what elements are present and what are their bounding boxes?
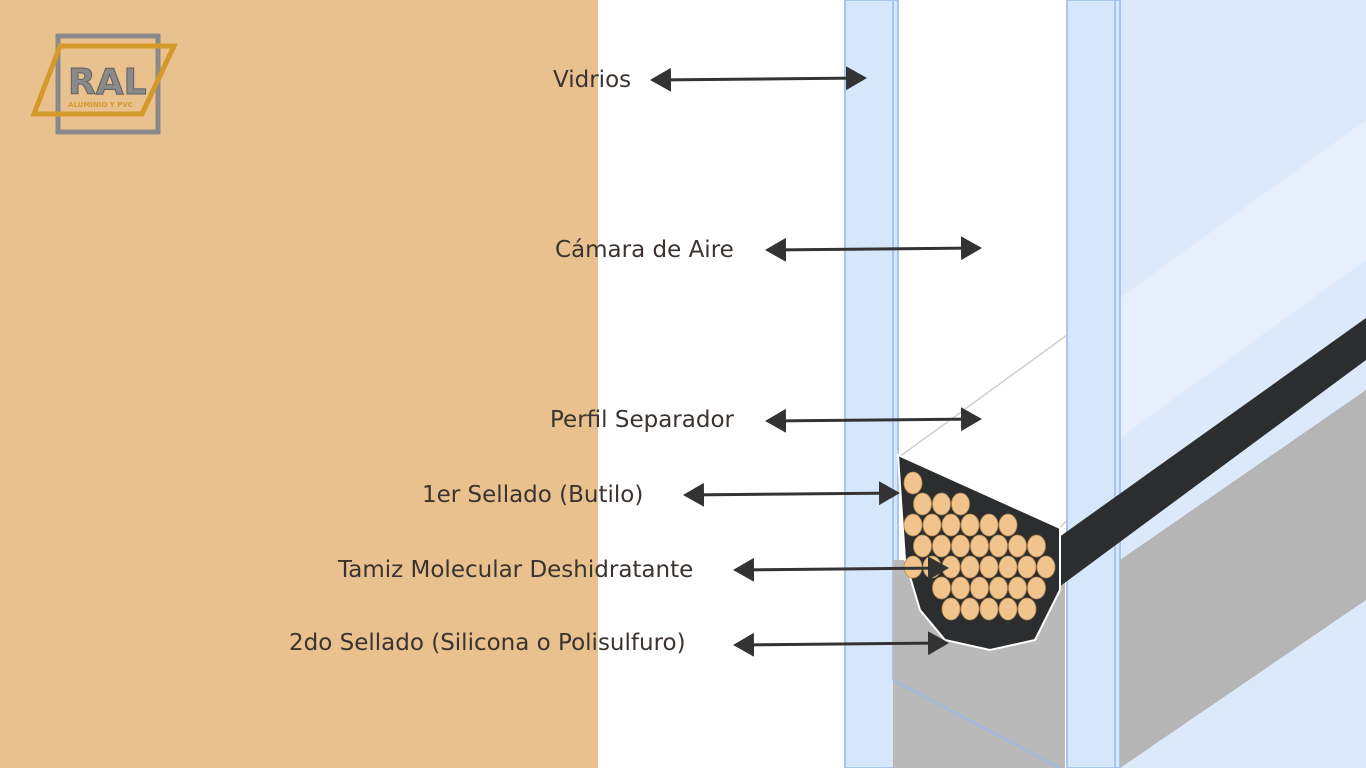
desiccant-bead [932,534,951,558]
desiccant-bead [1017,597,1037,621]
desiccant-bead [970,534,989,558]
desiccant-bead [989,534,1008,558]
front-glass-pane [844,0,899,768]
desiccant-bead [1036,555,1056,579]
desiccant-bead [951,576,970,600]
desiccant-bead [989,576,1008,600]
desiccant-bead [979,597,999,621]
desiccant-bead [1017,555,1037,579]
middle-glass-pane [1066,0,1121,768]
svg-text:ALUMINIO Y PVC: ALUMINIO Y PVC [68,101,133,109]
arrow-perfil [765,407,982,433]
desiccant-bead [932,576,951,600]
label-camara-de-aire: Cámara de Aire [555,237,734,263]
back-glass-inner-light [1117,120,1366,440]
desiccant-beads [903,471,1056,621]
desiccant-bead [941,513,961,537]
desiccant-bead [932,492,951,516]
desiccant-bead [1027,576,1046,600]
desiccant-bead [951,534,970,558]
pointer-arrows [650,66,982,657]
desiccant-bead [998,555,1018,579]
desiccant-bead [960,555,980,579]
secondary-seal-side [1120,390,1366,768]
desiccant-bead [903,513,923,537]
desiccant-bead [1027,534,1046,558]
desiccant-bead [951,492,970,516]
desiccant-bead [941,597,961,621]
logo-gold-frame [30,43,178,117]
label-perfil-separador: Perfil Separador [550,407,734,433]
arrow-sellado2 [733,631,949,657]
butyl-strip [1055,318,1366,590]
desiccant-bead [922,513,942,537]
desiccant-bead [1008,534,1027,558]
glass-unit [844,0,1366,768]
desiccant-bead [903,471,923,495]
arrow-tamiz [733,556,949,582]
desiccant-bead [913,492,932,516]
label-1er-sellado: 1er Sellado (Butilo) [422,482,644,508]
desiccant-bead [979,513,999,537]
left-panel [0,0,598,768]
desiccant-bead [960,597,980,621]
desiccant-bead [960,513,980,537]
label-tamiz-molecular: Tamiz Molecular Deshidratante [338,557,694,583]
glass-bottom-edge [892,679,1061,768]
label-vidrios: Vidrios [553,67,632,93]
desiccant-bead [998,597,1018,621]
desiccant-bead [1008,576,1027,600]
svg-text:RAL: RAL [68,62,147,103]
desiccant-bead [998,513,1018,537]
arrow-camara [765,236,982,262]
ral-logo: RAL ALUMINIO Y PVC [30,33,178,135]
desiccant-bead [979,555,999,579]
arrow-butilo [683,481,900,507]
desiccant-bead [970,576,989,600]
arrow-vidrios [650,66,867,92]
logo-wordmark: RAL ALUMINIO Y PVC [68,62,148,110]
label-2do-sellado: 2do Sellado (Silicona o Polisulfuro) [289,630,686,656]
desiccant-bead [913,534,932,558]
